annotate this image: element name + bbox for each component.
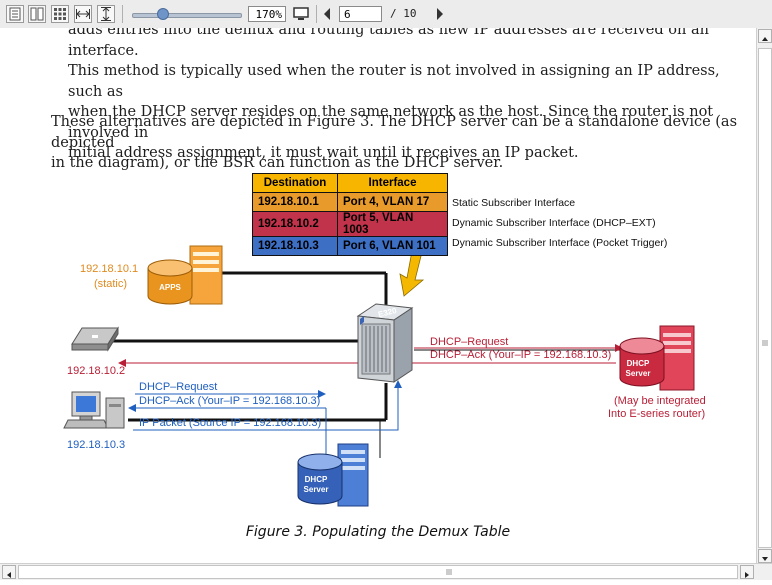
scroll-up-button[interactable] (758, 29, 772, 43)
table-cell: Port 6, VLAN 101 (337, 236, 448, 256)
scroll-down-button[interactable] (758, 549, 772, 563)
previous-page-icon[interactable] (324, 8, 330, 20)
column-header: Destination (252, 173, 338, 193)
modem-ip: 192.18.10.2 (67, 365, 126, 377)
arrowhead (615, 344, 623, 352)
fit-width-button[interactable] (74, 5, 92, 23)
scroll-right-button[interactable] (740, 565, 754, 579)
toolbar-separator (316, 5, 317, 23)
document-viewport: adds entries into the demux and routing … (0, 28, 756, 563)
monitor-icon (293, 7, 309, 20)
grid-view-button[interactable] (51, 5, 69, 23)
table-row: 192.18.10.3 Port 6, VLAN 101 (252, 236, 448, 256)
fullscreen-button[interactable] (292, 5, 310, 23)
table-header-row: Destination Interface (252, 173, 448, 193)
arrow-right-icon (745, 572, 749, 578)
e320-router-icon (356, 303, 414, 383)
modem-icon (71, 326, 119, 352)
text-line: These alternatives are depicted in Figur… (51, 114, 738, 151)
dhcp-server-label-line1: DHCP (305, 475, 328, 484)
apps-server-icon (147, 245, 223, 305)
computer-icon (63, 391, 125, 429)
arrowhead (128, 404, 136, 412)
next-page-icon[interactable] (437, 8, 443, 20)
arrowhead (118, 359, 126, 367)
table-row: 192.18.10.2 Port 5, VLAN 1003 (252, 211, 448, 237)
single-page-icon (9, 7, 21, 21)
table-cell: Port 4, VLAN 17 (337, 192, 448, 212)
static-host-ip: 192.18.10.1 (80, 263, 139, 275)
page-total-label: / 10 (390, 7, 417, 20)
paragraph-1: adds entries into the demux and routing … (68, 28, 756, 164)
grip-icon (762, 340, 768, 346)
figure-caption: Figure 3. Populating the Demux Table (245, 524, 511, 540)
table-cell: 192.18.10.3 (252, 236, 338, 256)
page-number-field[interactable]: 6 (339, 6, 382, 22)
dhcp-server-label-line2: Server (304, 485, 329, 494)
figure-diagram: APPS (63, 223, 695, 507)
fit-height-button[interactable] (97, 5, 115, 23)
single-page-view-button[interactable] (6, 5, 24, 23)
ext-server-note-line2: Into E-series router) (608, 408, 706, 420)
ext-dhcp-request-label: DHCP–Request (430, 336, 509, 348)
grip-icon (446, 569, 452, 575)
local-dhcp-server-icon (297, 443, 369, 507)
zoom-slider-thumb[interactable] (157, 8, 169, 20)
ip-packet-arrow (133, 386, 399, 431)
toolbar-separator (122, 5, 123, 23)
facing-pages-view-button[interactable] (28, 5, 46, 23)
table-row: 192.18.10.1 Port 4, VLAN 17 (252, 192, 448, 212)
interface-description: Dynamic Subscriber Interface (DHCP–EXT) (452, 217, 656, 229)
zoom-field[interactable]: 170% (248, 6, 286, 22)
scroll-thumb[interactable] (18, 565, 738, 579)
table-cell: 192.18.10.1 (252, 192, 338, 212)
arrowhead (394, 380, 402, 388)
apps-label: APPS (159, 283, 181, 292)
arrow-up-icon (762, 37, 768, 41)
int-dhcp-request-label: DHCP–Request (139, 381, 218, 393)
ext-server-label-line1: DHCP (627, 359, 650, 368)
interface-description: Static Subscriber Interface (452, 197, 576, 209)
vertical-scrollbar[interactable] (756, 28, 772, 563)
demux-table: Destination Interface 192.18.10.1 Port 4… (252, 173, 448, 256)
column-header: Interface (337, 173, 448, 193)
paragraph-2: These alternatives are depicted in Figur… (51, 112, 756, 174)
text-line: in the diagram), or the BSR can function… (51, 155, 504, 171)
static-host-note: (static) (94, 278, 127, 290)
ext-server-note-line1: (May be integrated (614, 395, 706, 407)
text-line: adds entries into the demux and routing … (68, 28, 709, 59)
text-line: when the DHCP server resides on the same… (68, 104, 714, 141)
arrow-down-icon (762, 557, 768, 561)
ext-server-label-line2: Server (626, 369, 651, 378)
grid-icon (54, 8, 66, 20)
fit-height-icon (101, 7, 111, 21)
int-dhcp-ack-label: DHCP–Ack (Your–IP = 192.168.10.3) (139, 395, 321, 407)
facing-pages-icon (30, 7, 44, 21)
scroll-left-button[interactable] (2, 565, 16, 579)
zoom-slider-track[interactable] (132, 13, 242, 18)
scroll-thumb[interactable] (758, 48, 772, 548)
arrow-left-icon (7, 572, 11, 578)
horizontal-scrollbar[interactable] (0, 563, 772, 580)
ext-dhcp-ack-label: DHCP–Ack (Your–IP = 192.168.10.3) (430, 349, 612, 361)
fit-width-icon (76, 9, 90, 19)
interface-description: Dynamic Subscriber Interface (Pocket Tri… (452, 237, 668, 249)
pc-ip: 192.18.10.3 (67, 439, 126, 451)
text-line: This method is typically used when the r… (68, 63, 720, 100)
table-cell: Port 5, VLAN 1003 (337, 211, 448, 237)
arrowhead (318, 390, 326, 398)
table-cell: 192.18.10.2 (252, 211, 338, 237)
external-dhcp-server-icon (619, 325, 695, 391)
text-line: initial address assignment, it must wait… (68, 145, 579, 161)
toolbar: 170% 6 / 10 (0, 0, 772, 29)
ip-packet-label: IP Packet (Source IP = 192.168.10.3) (139, 417, 322, 429)
